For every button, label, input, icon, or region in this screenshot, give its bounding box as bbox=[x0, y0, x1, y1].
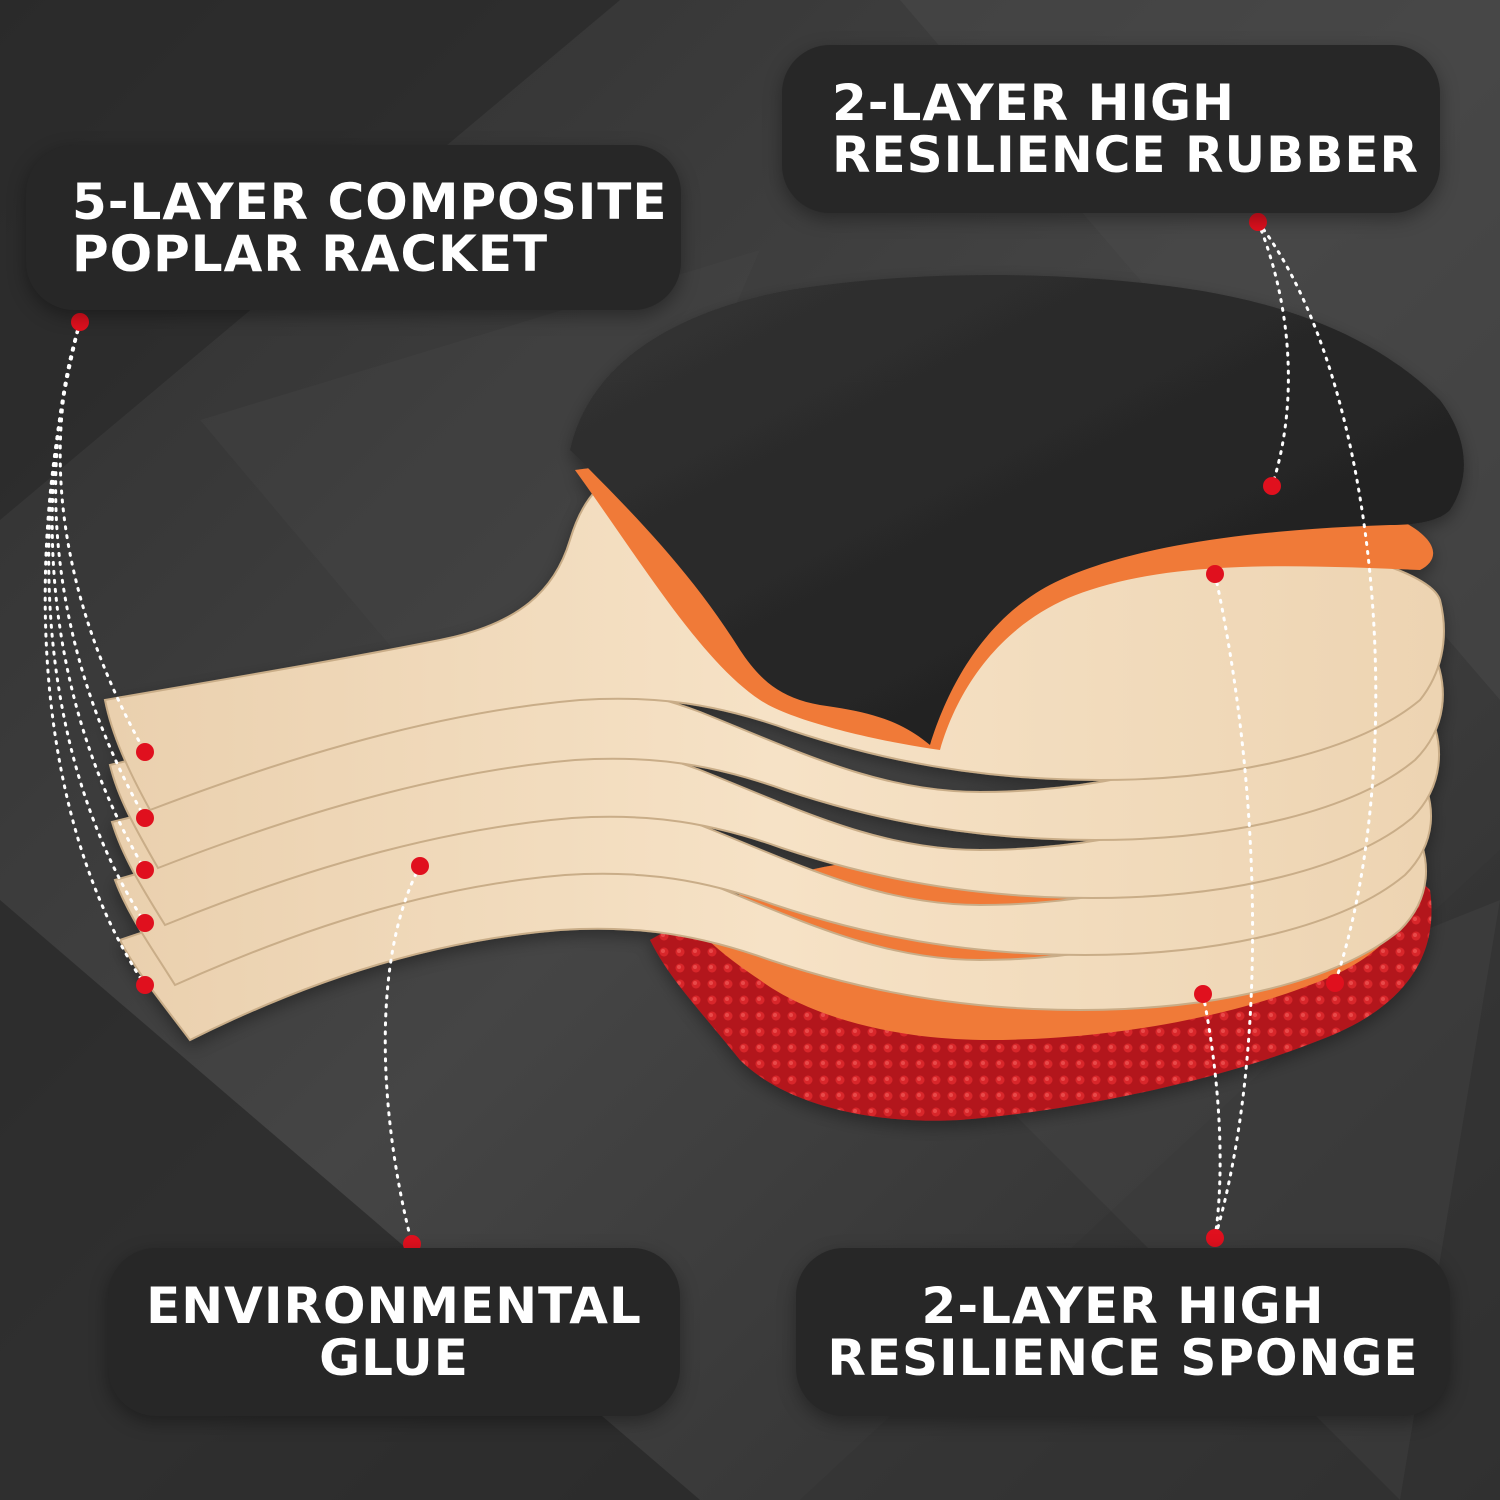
callout-racket-line2: POPLAR RACKET bbox=[72, 224, 549, 283]
marker-wood-layer-4 bbox=[136, 914, 154, 932]
callout-rubber-label: 2-LAYER HIGH RESILIENCE RUBBER bbox=[782, 45, 1440, 213]
leader-rubber-2 bbox=[1256, 220, 1378, 985]
marker-wood-layer-5 bbox=[136, 976, 154, 994]
callout-glue-line2: GLUE bbox=[319, 1329, 469, 1387]
marker-black-rubber bbox=[1263, 477, 1281, 495]
marker-racket-origin bbox=[71, 313, 89, 331]
leader-glue bbox=[383, 864, 422, 1246]
marker-red-rubber bbox=[1326, 974, 1344, 992]
callout-sponge-label: 2-LAYER HIGH RESILIENCE SPONGE bbox=[796, 1248, 1450, 1416]
marker-wood-layer-2 bbox=[136, 809, 154, 827]
callout-racket-label: 5-LAYER COMPOSITE POPLAR RACKET bbox=[26, 145, 681, 310]
leader-racket-3 bbox=[50, 320, 147, 872]
marker-wood-layer-3 bbox=[136, 861, 154, 879]
callout-rubber-line2: RESILIENCE RUBBER bbox=[832, 126, 1419, 184]
leader-lines bbox=[43, 220, 1378, 1246]
marker-glue-point bbox=[411, 857, 429, 875]
leader-sponge-2 bbox=[1201, 992, 1222, 1240]
marker-sponge-origin bbox=[1206, 1229, 1224, 1247]
leader-sponge-1 bbox=[1213, 572, 1255, 1240]
marker-rubber-origin bbox=[1249, 213, 1267, 231]
paddle-layers bbox=[103, 274, 1464, 1121]
marker-sponge-top bbox=[1206, 565, 1224, 583]
marker-sponge-bottom bbox=[1194, 985, 1212, 1003]
callout-glue-line1: ENVIRONMENTAL bbox=[146, 1277, 642, 1335]
black-rubber-layer bbox=[570, 274, 1464, 745]
marker-wood-layer-1 bbox=[136, 743, 154, 761]
callout-sponge-line2: RESILIENCE SPONGE bbox=[827, 1329, 1419, 1387]
callout-glue-label: ENVIRONMENTAL GLUE bbox=[108, 1248, 680, 1416]
callout-racket-line1: 5-LAYER COMPOSITE bbox=[72, 172, 668, 231]
leader-rubber-1 bbox=[1256, 220, 1290, 488]
callout-rubber-line1: 2-LAYER HIGH bbox=[832, 74, 1235, 132]
callout-sponge-line1: 2-LAYER HIGH bbox=[921, 1277, 1325, 1335]
leader-racket-5 bbox=[43, 320, 147, 987]
